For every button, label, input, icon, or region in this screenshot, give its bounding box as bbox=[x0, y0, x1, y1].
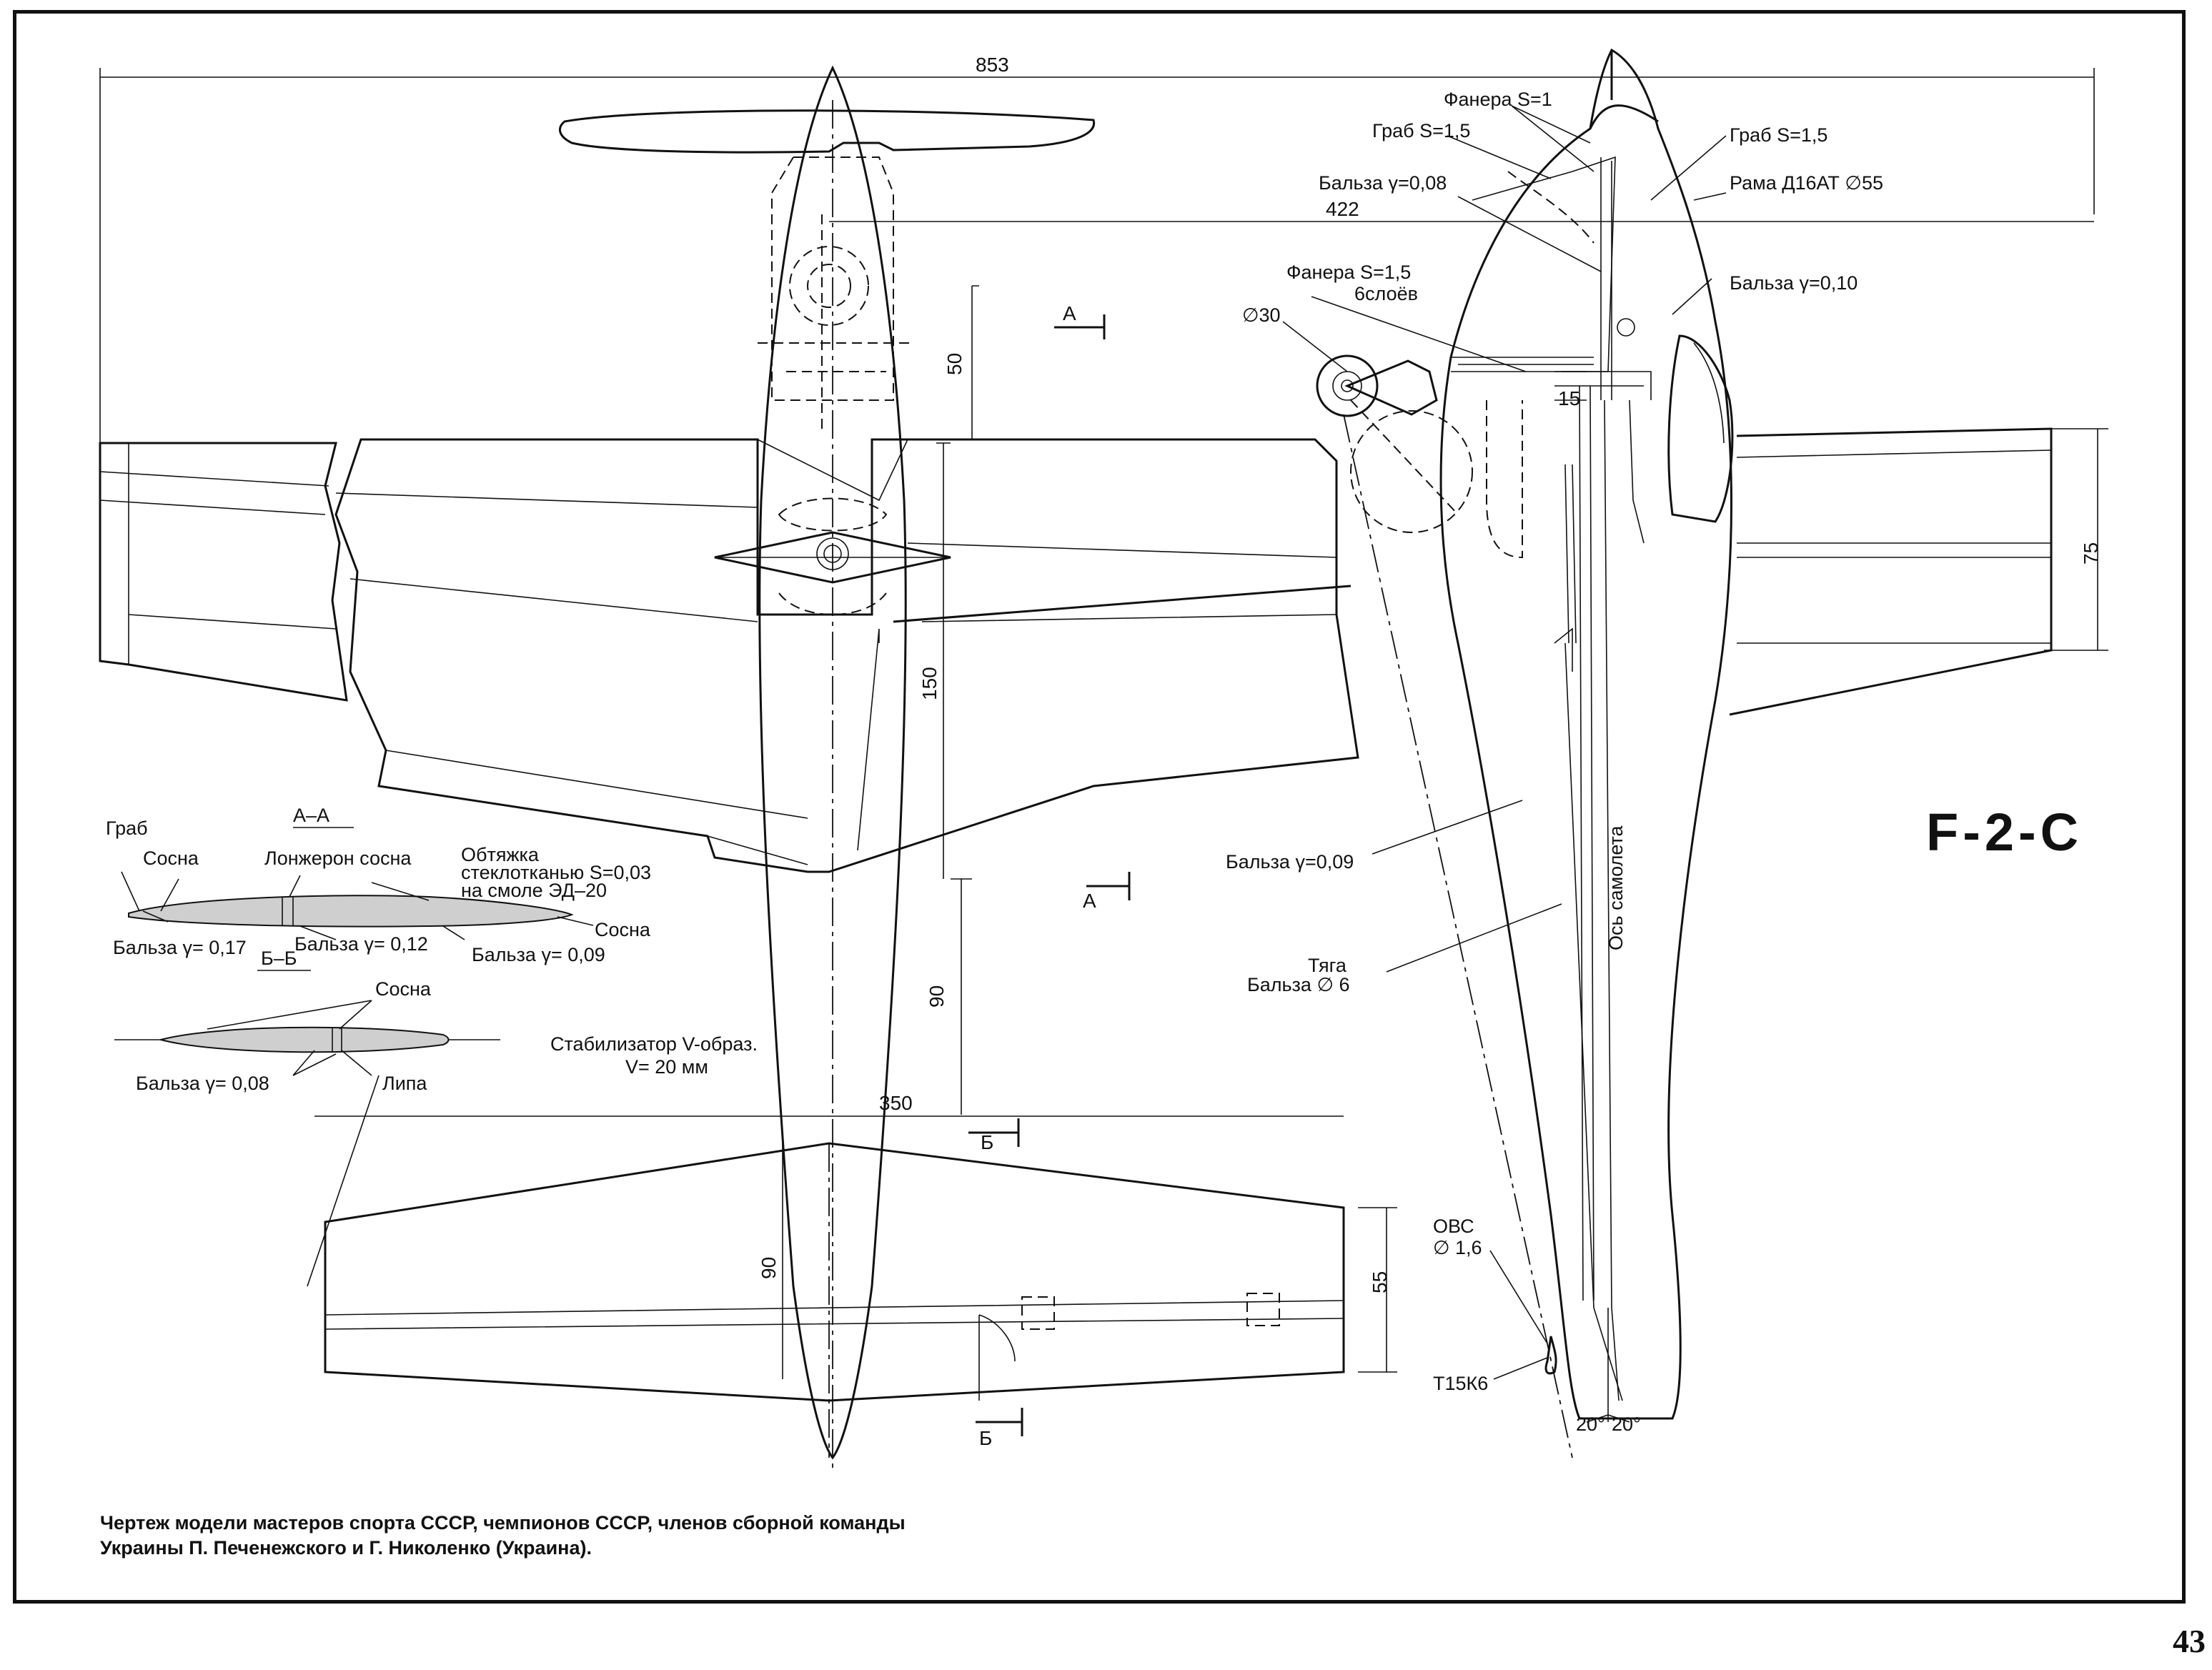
plan-view bbox=[99, 65, 1359, 1472]
dim-side-75: 75 bbox=[2080, 542, 2102, 565]
page-number: 43 bbox=[2173, 1623, 2206, 1659]
bb-title: Б–Б bbox=[261, 948, 297, 969]
side-wheel-diameter: ∅30 bbox=[1242, 304, 1281, 326]
bb-balsa-008: Бальза γ= 0,08 bbox=[136, 1073, 269, 1094]
wing-plan bbox=[99, 438, 1359, 873]
aa-balsa-009: Бальза γ= 0,09 bbox=[472, 944, 605, 965]
fuselage-plan-outline bbox=[758, 65, 907, 1460]
dim-fuselage: 422 bbox=[1326, 198, 1359, 220]
page-frame bbox=[13, 10, 2186, 1604]
aa-skin-line3: на смоле ЭД–20 bbox=[461, 880, 607, 901]
fuselage-side-outline bbox=[1439, 48, 1732, 1420]
bb-sosna: Сосна bbox=[375, 978, 432, 1000]
side-angle-right: 20° bbox=[1612, 1413, 1641, 1435]
side-view bbox=[1316, 48, 2108, 1458]
side-plywood-s1: Фанера S=1 bbox=[1444, 89, 1552, 110]
side-axis-label: Ось самолета bbox=[1605, 825, 1627, 950]
dim-50: 50 bbox=[943, 353, 966, 375]
aa-grab-label: Граб bbox=[106, 817, 148, 839]
side-rod-line2: Бальза ∅ 6 bbox=[1247, 974, 1350, 995]
bb-lipa: Липа bbox=[382, 1073, 427, 1094]
dim-stab-depth: 55 bbox=[1369, 1271, 1391, 1293]
aa-sosna-2: Сосна bbox=[595, 919, 651, 940]
dim-stab-span: 350 bbox=[879, 1092, 913, 1114]
section-mark-a-top: А bbox=[1063, 302, 1076, 324]
plan-dimensions bbox=[99, 68, 2095, 1436]
aa-skin-line2: стеклотканью S=0,03 bbox=[461, 862, 651, 883]
side-leaders bbox=[1282, 105, 1727, 1380]
side-frame-d16: Рама Д16АТ ∅55 bbox=[1730, 172, 1883, 194]
propeller bbox=[558, 109, 1096, 154]
section-aa-profile bbox=[121, 827, 594, 940]
side-balsa-009: Бальза γ=0,09 bbox=[1226, 851, 1354, 873]
side-plywood-layers: 6слоёв bbox=[1354, 283, 1418, 304]
side-plywood-s15: Фанера S=1,5 bbox=[1286, 262, 1411, 283]
aa-balsa-017: Бальза γ= 0,17 bbox=[113, 937, 247, 958]
dim-stab-chord: 90 bbox=[758, 1257, 780, 1279]
side-grab-right: Граб S=1,5 bbox=[1730, 124, 1827, 146]
engine-outline bbox=[758, 156, 915, 615]
side-obc-line1: ОВС bbox=[1433, 1216, 1474, 1237]
dim-150: 150 bbox=[918, 667, 941, 700]
section-mark-b-bottom: Б bbox=[979, 1427, 992, 1449]
side-rod-line1: Тяга bbox=[1308, 955, 1347, 976]
caption-line2: Украины П. Печенежского и Г. Николенко (… bbox=[100, 1537, 592, 1559]
stab-note-line1: Стабилизатор V-образ. bbox=[550, 1033, 758, 1055]
side-balsa-010: Бальза γ=0,10 bbox=[1730, 272, 1858, 294]
side-t15k6: Т15К6 bbox=[1433, 1373, 1488, 1394]
model-title: F-2-C bbox=[1926, 802, 2083, 862]
aa-title: А–А bbox=[293, 805, 329, 826]
side-balsa-008: Бальза γ=0,08 bbox=[1319, 172, 1447, 194]
aa-sosna-label: Сосна bbox=[143, 848, 199, 869]
dim-span: 853 bbox=[976, 54, 1009, 76]
stab-note-line2: V= 20 мм bbox=[625, 1056, 708, 1078]
side-grab-left: Граб S=1,5 bbox=[1372, 120, 1470, 141]
side-angle-left: 20° bbox=[1576, 1413, 1605, 1435]
dim-90-wing: 90 bbox=[926, 985, 948, 1008]
dim-side-15: 15 bbox=[1558, 387, 1580, 409]
stabilizer-plan bbox=[324, 1142, 1345, 1458]
section-mark-b-top: Б bbox=[981, 1131, 993, 1153]
aa-balsa-012: Бальза γ= 0,12 bbox=[294, 933, 428, 955]
section-mark-a-bottom: А bbox=[1083, 890, 1096, 912]
aa-skin-line1: Обтяжка bbox=[461, 844, 540, 865]
aa-spar-label: Лонжерон сосна bbox=[264, 848, 412, 869]
side-obc-line2: ∅ 1,6 bbox=[1433, 1237, 1482, 1258]
caption-line1: Чертеж модели мастеров спорта СССР, чемп… bbox=[100, 1512, 906, 1534]
section-bb-profile bbox=[114, 970, 500, 1287]
